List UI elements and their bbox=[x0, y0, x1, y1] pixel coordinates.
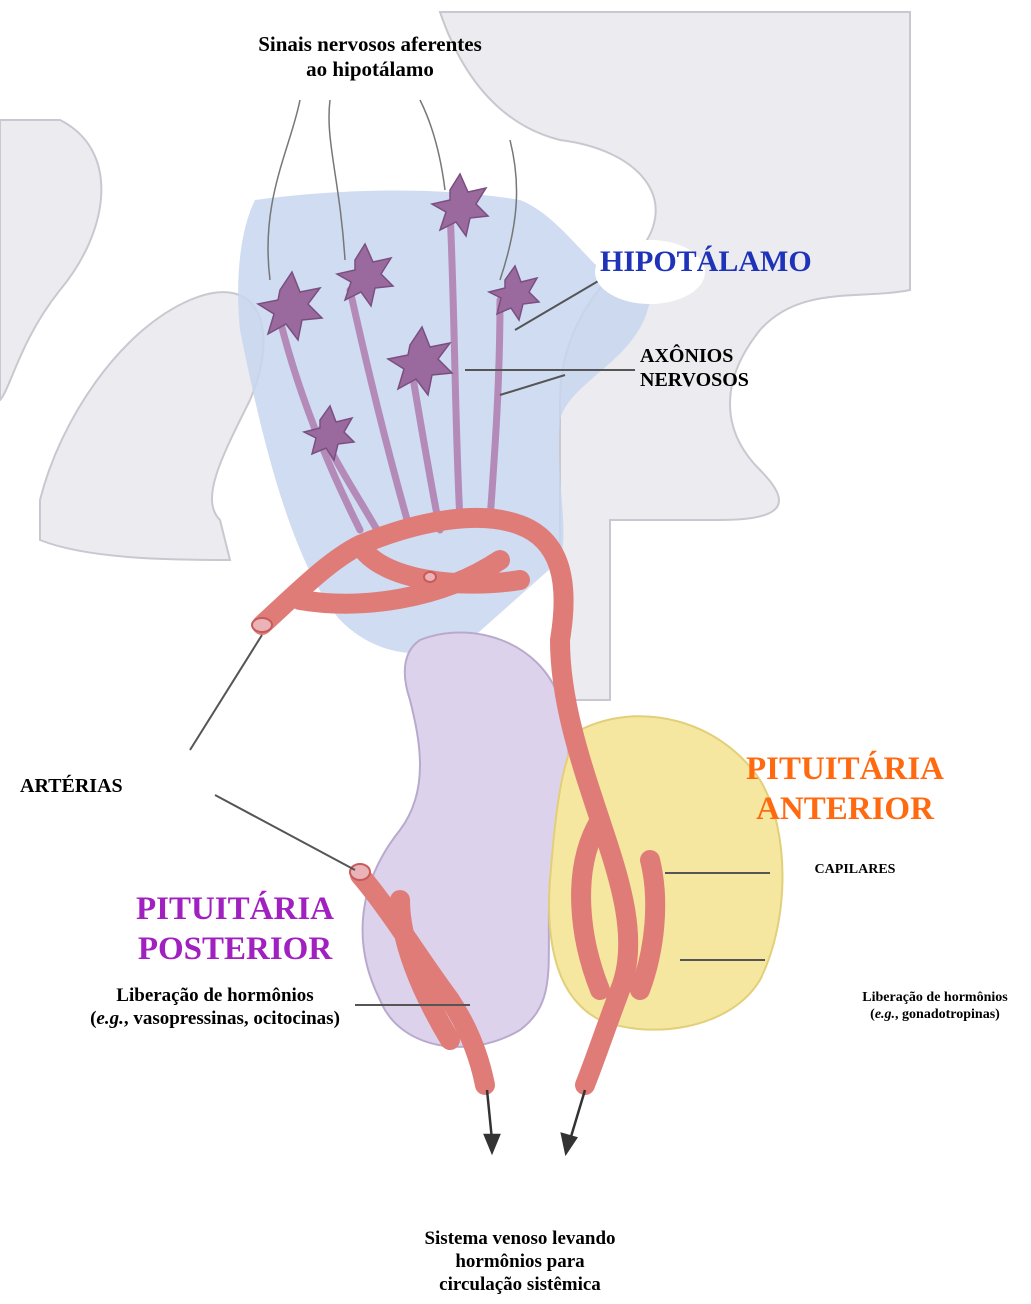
venous-system-label: Sistema venoso levando hormônios para ci… bbox=[380, 1228, 660, 1296]
anterior-line-2: ANTERIOR bbox=[756, 791, 934, 827]
arteries-label: ARTÉRIAS bbox=[20, 774, 180, 798]
axons-line-2: NERVOSOS bbox=[640, 369, 749, 391]
release-right-line-1: Liberação de hormônios bbox=[862, 990, 1007, 1005]
release-right-eg: e.g. bbox=[875, 1007, 895, 1022]
venous-arrows bbox=[485, 1090, 585, 1153]
release-left-rest: , vasopressinas, ocitocinas) bbox=[124, 1008, 340, 1029]
hypothalamus-label: HIPOTÁLAMO bbox=[600, 244, 850, 280]
release-right-rest: , gonadotropinas) bbox=[895, 1007, 1000, 1022]
anterior-pituitary-label: PITUITÁRIA ANTERIOR bbox=[730, 750, 960, 829]
venous-line-1: Sistema venoso levando bbox=[424, 1228, 615, 1249]
posterior-pituitary-label: PITUITÁRIA POSTERIOR bbox=[120, 890, 350, 969]
posterior-line-1: PITUITÁRIA bbox=[136, 891, 334, 927]
axons-line-1: AXÔNIOS bbox=[640, 345, 733, 367]
capillaries-label: CAPILARES bbox=[790, 862, 920, 879]
venous-line-3: circulação sistêmica bbox=[439, 1274, 601, 1295]
venous-line-2: hormônios para bbox=[455, 1251, 584, 1272]
afferent-line-1: Sinais nervosos aferentes bbox=[258, 32, 482, 56]
posterior-pituitary-lobe bbox=[363, 633, 569, 1047]
hormone-release-posterior-label: Liberação de hormônios (e.g., vasopressi… bbox=[60, 985, 370, 1031]
afferent-signals-label: Sinais nervosos aferentes ao hipotálamo bbox=[190, 32, 550, 82]
afferent-line-2: ao hipotálamo bbox=[306, 57, 434, 81]
posterior-line-2: POSTERIOR bbox=[138, 931, 332, 967]
release-left-eg: e.g. bbox=[96, 1008, 123, 1029]
axons-label: AXÔNIOS NERVOSOS bbox=[640, 344, 830, 392]
hormone-release-anterior-label: Liberação de hormônios (e.g., gonadotrop… bbox=[840, 990, 1030, 1024]
release-left-line-1: Liberação de hormônios bbox=[116, 985, 313, 1006]
anterior-line-1: PITUITÁRIA bbox=[746, 751, 944, 787]
